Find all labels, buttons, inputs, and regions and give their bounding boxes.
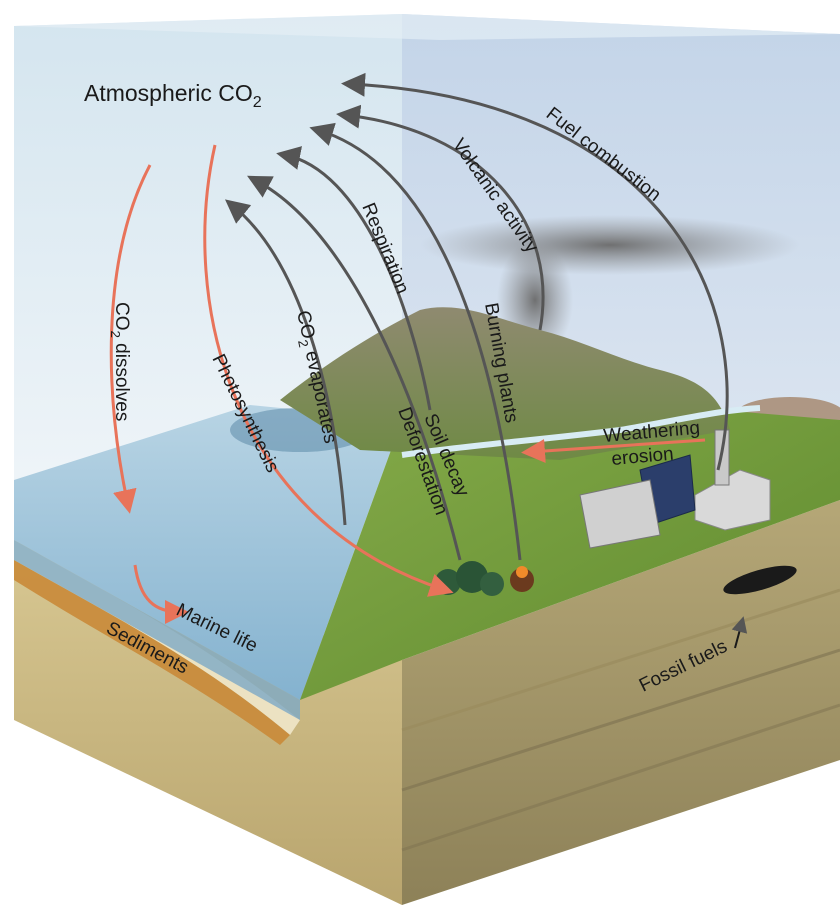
arrow-fuel-combustion [341, 72, 729, 471]
office-building [579, 479, 661, 549]
soil-layer-line [401, 588, 840, 732]
arrow-volcanic-activity [336, 104, 545, 331]
arrow-deforestation [247, 175, 462, 561]
river [401, 405, 761, 458]
title-atmospheric-co2: Atmospheric CO2 [84, 80, 262, 111]
sky-top-face [14, 14, 840, 40]
ocean-front [14, 540, 300, 720]
ocean-surface [14, 405, 402, 700]
volcanic-smoke-cloud [420, 215, 800, 275]
arrow-fossil-fuels [731, 616, 748, 649]
arrow-burning-plants [309, 122, 522, 561]
sediment-layer [14, 560, 290, 745]
soil-layer-line [401, 648, 840, 792]
arrow-co2-dissolves [109, 164, 152, 514]
arrow-photosynthesis [203, 144, 454, 597]
burning-tree [510, 566, 534, 592]
arrow-weathering [521, 438, 706, 463]
fossil-fuel-deposit [723, 565, 797, 595]
soil-right-face [402, 500, 840, 905]
mountain [280, 307, 730, 460]
factory [694, 429, 771, 531]
arrow-marine-life [133, 564, 189, 624]
label-co2-dissolves: CO2 dissolves [108, 302, 132, 421]
arrow-co2-evaporates [225, 199, 347, 526]
arrow-respiration [276, 146, 432, 411]
soil-layer-line [401, 703, 840, 852]
